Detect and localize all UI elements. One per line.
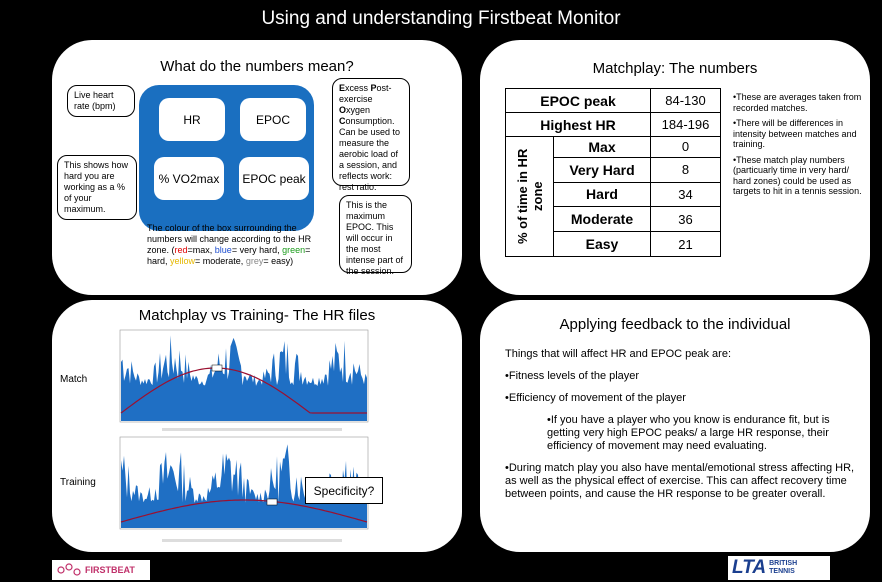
colour-grey: grey bbox=[245, 256, 264, 266]
feedback-panel-title: Applying feedback to the individual bbox=[559, 316, 791, 333]
zone-name: Hard bbox=[553, 181, 651, 208]
epoc-letter-p: P bbox=[370, 83, 377, 93]
colour-green: green bbox=[282, 245, 306, 255]
feedback-content: Things that will affect HR and EPOC peak… bbox=[505, 348, 855, 510]
table-row: Hard 34 bbox=[506, 181, 721, 208]
colour-note-text-6: = easy) bbox=[263, 256, 294, 266]
epoc-peak-value: 84-130 bbox=[650, 88, 721, 113]
zone-name: Very Hard bbox=[553, 156, 651, 183]
zone-name: Moderate bbox=[553, 206, 651, 233]
highest-hr-label: Highest HR bbox=[505, 112, 651, 137]
vo2max-box: % VO2max bbox=[154, 157, 224, 200]
zone-value: 36 bbox=[650, 206, 721, 233]
firstbeat-logo: FIRSTBEAT bbox=[52, 560, 150, 580]
note-item: •These are averages taken from recorded … bbox=[733, 92, 862, 113]
colour-blue: blue bbox=[214, 245, 232, 255]
firstbeat-logo-text: FIRSTBEAT bbox=[85, 565, 135, 575]
zone-label: % of time in HR zone bbox=[514, 148, 545, 245]
match-label: Match bbox=[60, 374, 88, 385]
table-row: Very Hard 8 bbox=[506, 156, 721, 183]
zone-header-cell: % of time in HR zone bbox=[505, 136, 554, 257]
callout-live-hr: Live heart rate (bpm) bbox=[67, 85, 135, 117]
zone-value: 21 bbox=[650, 231, 721, 257]
colour-yellow: yellow bbox=[170, 256, 196, 266]
training-hr-area bbox=[121, 444, 367, 528]
lta-logo: LTA BRITISH TENNIS bbox=[728, 556, 830, 580]
matchplay-table: EPOC peak 84-130 Highest HR 184-196 % of… bbox=[505, 88, 721, 257]
zone-value: 0 bbox=[650, 136, 721, 158]
training-legend bbox=[162, 539, 342, 542]
hr-files-panel-title: Matchplay vs Training- The HR files bbox=[138, 307, 376, 324]
zone-value: 8 bbox=[650, 156, 721, 183]
table-row: EPOC peak 84-130 bbox=[505, 88, 721, 113]
epoc-peak-label: EPOC peak bbox=[505, 88, 651, 113]
table-row: Highest HR 184-196 bbox=[505, 112, 721, 137]
table-row: Easy 21 bbox=[506, 231, 721, 257]
zone-name: Easy bbox=[553, 231, 651, 257]
zone-name: Max bbox=[553, 136, 651, 158]
match-epoc-line bbox=[120, 367, 367, 414]
colour-note: The colour of the box surrounding the nu… bbox=[147, 223, 332, 267]
epoc-text-2: ost-exercise bbox=[339, 83, 392, 104]
colour-note-text-2: =max, bbox=[187, 245, 215, 255]
matchplay-panel: Matchplay: The numbers EPOC peak 84-130 … bbox=[480, 40, 870, 295]
colour-note-text-4: = hard, bbox=[147, 245, 311, 266]
lta-logo-text: LTA bbox=[732, 557, 767, 578]
colour-note-text-1: The colour of the box surrounding the nu… bbox=[147, 223, 312, 255]
epoc-letter-e: E bbox=[339, 83, 346, 93]
training-label: Training bbox=[60, 477, 96, 488]
callout-epoc-peak: This is the maximum EPOC. This will occu… bbox=[339, 195, 412, 276]
numbers-panel: What do the numbers mean? HR EPOC % VO2m… bbox=[52, 40, 462, 295]
epoc-letter-c: C bbox=[339, 116, 346, 126]
zone-value: 34 bbox=[650, 181, 721, 208]
hr-files-panel: Matchplay vs Training- The HR files Matc… bbox=[52, 300, 462, 552]
firstbeat-logo-icon bbox=[57, 563, 81, 576]
match-hr-chart bbox=[119, 329, 369, 431]
epoc-text-1: xcess bbox=[345, 83, 371, 93]
specificity-box: Specificity? bbox=[305, 477, 383, 504]
numbers-panel-title: What do the numbers mean? bbox=[160, 58, 354, 75]
colour-note-text-3: = very hard, bbox=[231, 245, 283, 255]
table-row: Moderate 36 bbox=[506, 206, 721, 233]
feedback-panel: Applying feedback to the individual Thin… bbox=[480, 300, 870, 552]
match-hr-area bbox=[121, 335, 367, 421]
match-peak-marker bbox=[211, 364, 223, 372]
training-epoc-line bbox=[120, 499, 368, 523]
training-peak-marker bbox=[266, 498, 278, 506]
british-tennis-text: BRITISH TENNIS bbox=[769, 560, 798, 575]
epoc-letter-o: O bbox=[339, 105, 347, 115]
epoc-peak-box: EPOC peak bbox=[239, 157, 309, 200]
note-item: •There will be differences in intensity … bbox=[733, 118, 857, 149]
note-item: •These match play numbers (particuarly t… bbox=[733, 154, 862, 197]
feedback-intro: Things that will affect HR and EPOC peak… bbox=[505, 348, 732, 360]
epoc-box: EPOC bbox=[240, 98, 306, 141]
table-row: % of time in HR zone Max 0 bbox=[505, 136, 721, 257]
epoc-text-3: xygen bbox=[346, 105, 371, 115]
callout-vo2max: This shows how hard you are working as a… bbox=[57, 155, 137, 220]
epoc-text-4: onsumption. Can be used to measure the a… bbox=[339, 116, 401, 192]
matchplay-panel-title: Matchplay: The numbers bbox=[592, 60, 758, 77]
feedback-subitem: •If you have a player who you know is en… bbox=[547, 414, 830, 452]
page-title: Using and understanding Firstbeat Monito… bbox=[261, 8, 621, 29]
colour-note-text-5: = moderate, bbox=[195, 256, 246, 266]
colour-red: red bbox=[174, 245, 188, 255]
match-legend bbox=[162, 428, 342, 431]
hr-box: HR bbox=[159, 98, 225, 141]
feedback-item: •During match play you also have mental/… bbox=[505, 462, 855, 500]
highest-hr-value: 184-196 bbox=[650, 112, 721, 137]
callout-epoc: Excess Post-exercise Oxygen Consumption.… bbox=[332, 78, 410, 192]
feedback-item: •Efficiency of movement of the player bbox=[505, 392, 686, 404]
matchplay-notes: •These are averages taken from recorded … bbox=[733, 92, 868, 202]
feedback-item: •Fitness levels of the player bbox=[505, 370, 640, 382]
